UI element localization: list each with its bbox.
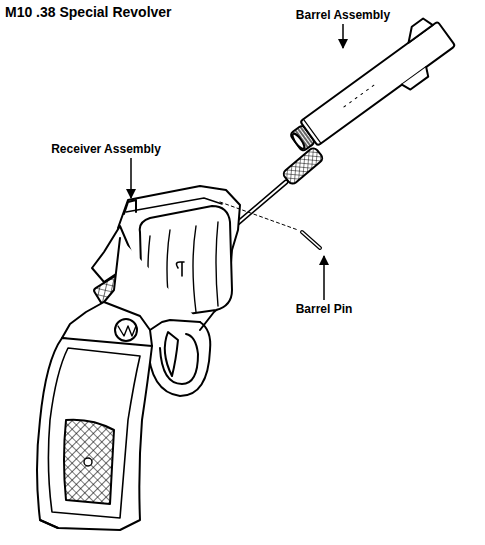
leader-line: [130, 158, 132, 198]
ejector-rod: [232, 146, 324, 228]
barrel-assembly: [281, 13, 461, 163]
receiver-assembly: [37, 186, 240, 530]
part-label: Receiver Assembly: [50, 142, 162, 156]
part-label: Barrel Pin: [295, 302, 354, 316]
leader-line: [342, 24, 344, 48]
barrel-pin: [220, 202, 320, 248]
diagram-title: M10 .38 Special Revolver: [4, 4, 173, 20]
leader-line: [323, 256, 325, 300]
part-label: Barrel Assembly: [295, 8, 391, 22]
